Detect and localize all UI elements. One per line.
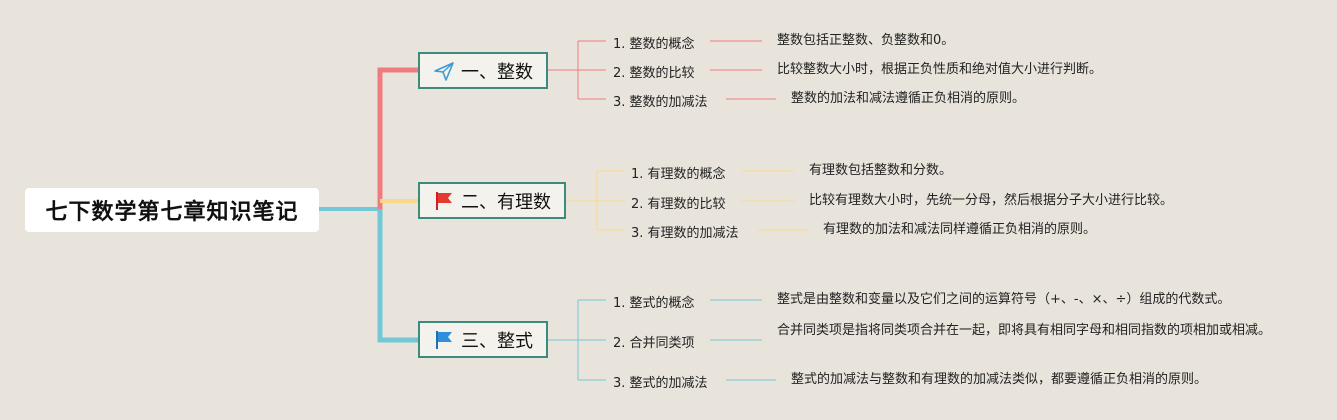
branch-rationals[interactable]: 二、有理数 — [418, 182, 566, 219]
leaf-label[interactable]: 2. 整数的比较 — [611, 62, 697, 81]
branch3-connector — [377, 209, 418, 343]
blue-flag-icon — [433, 329, 455, 351]
branch-label: 一、整数 — [461, 61, 533, 83]
leaf-description[interactable]: 整数包括正整数、负整数和0。 — [775, 32, 957, 50]
leaf-label[interactable]: 3. 整数的加减法 — [611, 91, 710, 110]
leaf-description[interactable]: 有理数包括整数和分数。 — [807, 162, 955, 180]
branch1-leaf-connectors — [548, 40, 776, 100]
red-flag-icon — [433, 190, 455, 212]
branch3-leaf-connectors — [548, 299, 776, 381]
leaf-label[interactable]: 1. 整数的概念 — [611, 33, 697, 52]
branch2-leaf-connectors — [566, 170, 808, 231]
leaf-description[interactable]: 整数的加法和减法遵循正负相消的原则。 — [789, 90, 1028, 108]
branch-polynomials[interactable]: 三、整式 — [418, 321, 548, 358]
branch-label: 二、有理数 — [461, 191, 551, 213]
leaf-label[interactable]: 3. 有理数的加减法 — [629, 222, 741, 241]
branch-label: 三、整式 — [461, 330, 533, 352]
leaf-label[interactable]: 3. 整式的加减法 — [611, 372, 710, 391]
leaf-label[interactable]: 1. 有理数的概念 — [629, 163, 728, 182]
leaf-description[interactable]: 整式的加减法与整数和有理数的加减法类似，都要遵循正负相消的原则。 — [789, 371, 1210, 389]
leaf-label[interactable]: 2. 合并同类项 — [611, 332, 697, 351]
leaf-description[interactable]: 有理数的加法和减法同样遵循正负相消的原则。 — [821, 221, 1099, 239]
branch-integers[interactable]: 一、整数 — [418, 52, 548, 89]
paper-plane-icon — [433, 60, 455, 82]
leaf-description[interactable]: 比较整数大小时，根据正负性质和绝对值大小进行判断。 — [775, 61, 1105, 79]
root-title[interactable]: 七下数学第七章知识笔记 — [25, 188, 319, 232]
leaf-description[interactable]: 比较有理数大小时，先统一分母，然后根据分子大小进行比较。 — [807, 192, 1176, 210]
branch1-connector — [377, 67, 418, 209]
leaf-description[interactable]: 整式是由整数和变量以及它们之间的运算符号（+、-、×、÷）组成的代数式。 — [775, 291, 1233, 309]
leaf-label[interactable]: 1. 整式的概念 — [611, 292, 697, 311]
leaf-description[interactable]: 合并同类项是指将同类项合并在一起，即将具有相同字母和相同指数的项相加或相减。 — [775, 322, 1275, 340]
leaf-label[interactable]: 2. 有理数的比较 — [629, 193, 728, 212]
